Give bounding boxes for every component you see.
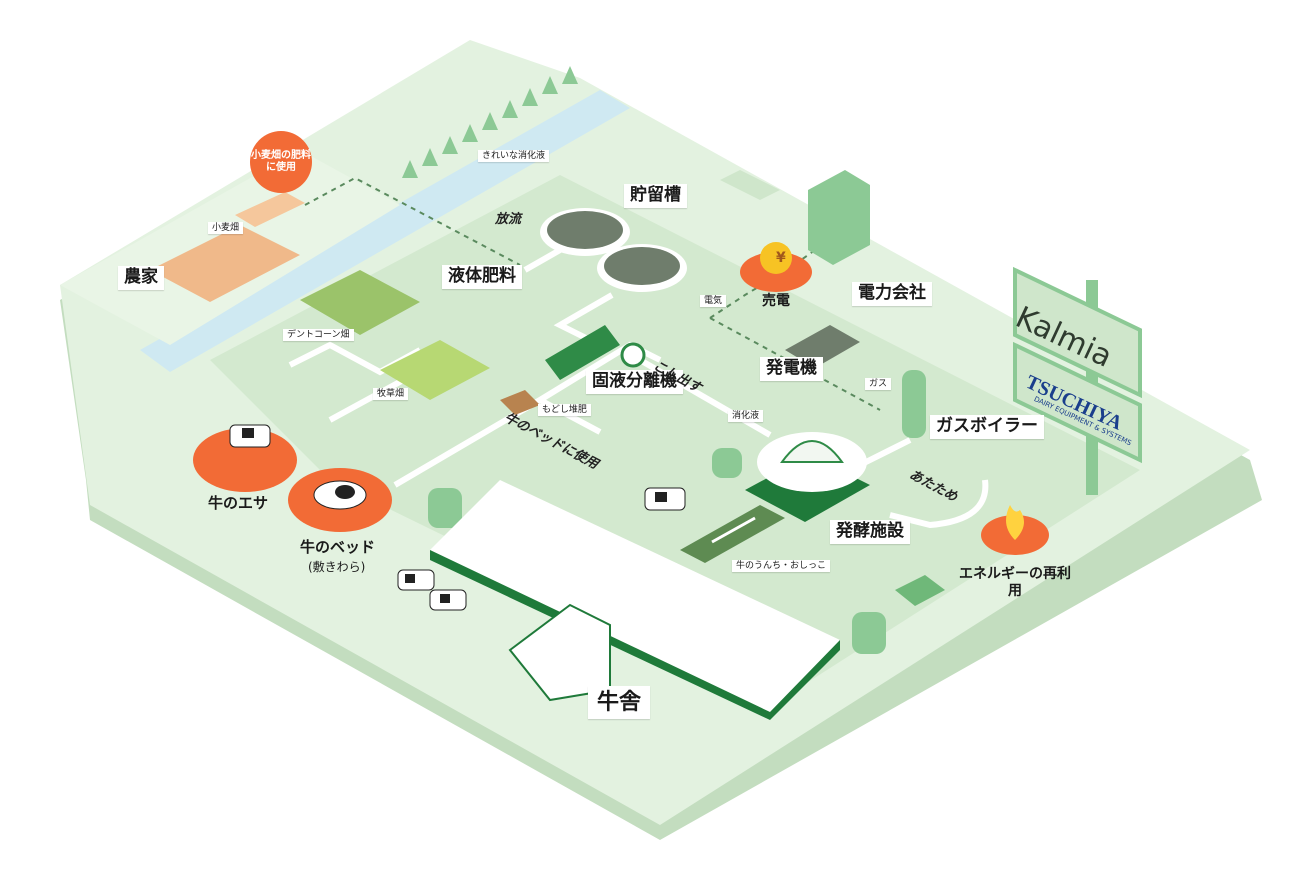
cow-bed-sublabel: (敷きわら) (308, 560, 365, 574)
gas-boiler-tank (902, 370, 926, 438)
sell-power-label: 売電 (762, 293, 790, 310)
digestate-label: 消化液 (728, 410, 763, 422)
silo-mid (712, 448, 742, 478)
liquid-fertilizer-label: 液体肥料 (442, 265, 522, 289)
generator-label: 発電機 (760, 357, 823, 381)
silo-right (852, 612, 886, 654)
cow-feed-label: 牛のエサ (208, 494, 268, 512)
fermenter-label: 発酵施設 (830, 520, 910, 544)
wheat-field-label: 小麦畑 (208, 222, 243, 234)
clean-liquid-label: きれいな消化液 (478, 150, 549, 162)
pasture-label: 牧草畑 (373, 388, 408, 400)
compost-label: もどし堆肥 (538, 404, 591, 416)
separator-drum (622, 344, 644, 366)
yen-symbol: ¥ (776, 250, 786, 267)
feeding-cow-icon (230, 425, 270, 447)
wheat-fertilizer-note: 小麦畑の肥料に使用 (250, 131, 312, 193)
barn-label: 牛舎 (588, 686, 650, 719)
power-company-label: 電力会社 (852, 282, 932, 306)
manure-label: 牛のうんち・おしっこ (732, 560, 830, 572)
farmer-label: 農家 (118, 266, 164, 290)
electricity-label: 電気 (700, 295, 726, 307)
storage-tank-1 (547, 211, 623, 249)
energy-reuse-label: エネルギーの再利用 (955, 566, 1075, 600)
storage-tank-2 (604, 247, 680, 285)
gas-boiler-label: ガスボイラー (930, 415, 1044, 439)
corn-field-label: デントコーン畑 (283, 329, 354, 341)
storage-tank-label: 貯留槽 (624, 184, 687, 208)
gas-label: ガス (865, 378, 891, 390)
cow-icon (645, 488, 685, 510)
cow-bed-label: 牛のベッド (300, 538, 375, 556)
discharge-label: 放流 (495, 208, 521, 227)
silo-left (428, 488, 462, 528)
lying-cow-icon (314, 481, 366, 509)
